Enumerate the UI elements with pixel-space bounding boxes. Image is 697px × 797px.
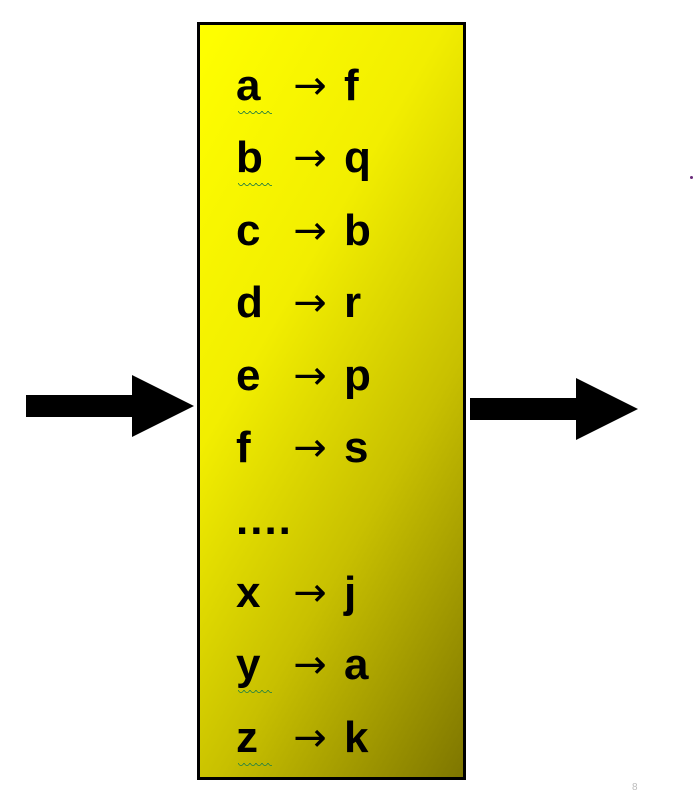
plain-letter: f — [236, 422, 251, 472]
mapping-row: b → q — [236, 131, 371, 203]
mapping-row: a → f — [236, 59, 371, 131]
cipher-letter: s — [344, 422, 369, 472]
maps-to-arrow-icon: → — [293, 63, 327, 109]
mapping-row: z → k — [236, 711, 371, 783]
plain-letter: b — [236, 131, 276, 187]
maps-to-arrow-icon: → — [293, 280, 327, 327]
mapping-ellipsis: .... — [236, 493, 371, 565]
cipher-letter: q — [344, 133, 371, 183]
cipher-letter: r — [344, 278, 362, 328]
cipher-letter: j — [344, 567, 357, 617]
plain-letter: x — [236, 567, 261, 617]
substitution-table-box: a → f b → q c → b d → r e → p f → s.... x → j y → a z → k — [197, 22, 466, 780]
mapping-list: a → f b → q c → b d → r e → p f → s.... x → j y → a z → k — [236, 59, 371, 783]
cipher-letter: a — [344, 640, 369, 690]
input-arrow — [26, 375, 194, 437]
mapping-row: x → j — [236, 566, 371, 638]
mapping-row: e → p — [236, 349, 371, 421]
plain-letter: z — [236, 711, 276, 766]
maps-to-arrow-icon: → — [293, 135, 327, 182]
cipher-letter: f — [344, 61, 359, 110]
mapping-row: y → a — [236, 638, 371, 710]
maps-to-arrow-icon: → — [293, 352, 327, 399]
plain-letter: a — [236, 59, 276, 114]
maps-to-arrow-icon: → — [293, 424, 327, 471]
cipher-letter: p — [344, 350, 371, 400]
page-number: 8 — [632, 782, 638, 793]
cipher-letter: k — [344, 712, 369, 762]
mapping-row: d → r — [236, 276, 371, 348]
maps-to-arrow-icon: → — [293, 714, 327, 761]
maps-to-arrow-icon: → — [293, 642, 327, 689]
output-arrow — [470, 378, 638, 440]
mapping-row: c → b — [236, 204, 371, 276]
plain-letter: y — [236, 638, 276, 694]
maps-to-arrow-icon: → — [293, 207, 327, 254]
maps-to-arrow-icon: → — [293, 569, 327, 616]
cipher-letter: b — [344, 205, 371, 255]
plain-letter: d — [236, 278, 263, 328]
mapping-row: f → s — [236, 421, 371, 493]
plain-letter: e — [236, 350, 261, 400]
plain-letter: c — [236, 205, 261, 255]
stray-dot — [690, 176, 693, 179]
ellipsis-text: .... — [236, 495, 293, 545]
